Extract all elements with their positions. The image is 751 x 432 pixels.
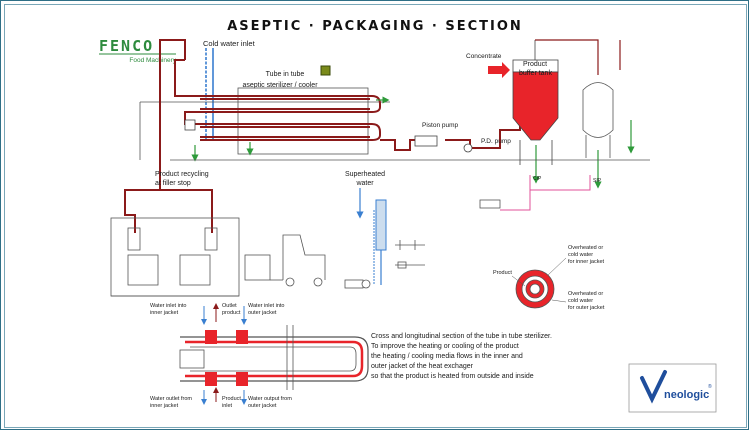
- svg-text:Product: Product: [222, 396, 241, 402]
- svg-text:product: product: [222, 310, 241, 316]
- recycling-label-2: at filler stop: [155, 180, 191, 187]
- overheated-top-label: Overheated or cold water for inner jacke…: [568, 245, 605, 265]
- svg-text:Water inlet into: Water inlet into: [248, 303, 284, 309]
- sterilizer-tubes: [200, 95, 381, 141]
- svg-text:Overheated or: Overheated or: [568, 245, 603, 251]
- svg-text:the heating / cooling media fl: the heating / cooling media flows in the…: [371, 353, 523, 360]
- svg-text:cold water: cold water: [568, 298, 593, 304]
- brand-tagline: Food Machinery: [129, 57, 176, 64]
- cip-sip-piping: [500, 175, 591, 211]
- pd-pump-icon: [463, 143, 473, 153]
- svg-text:Overheated or: Overheated or: [568, 291, 603, 297]
- pd-pump-label: P.D. pump: [481, 138, 511, 145]
- white-tank: [582, 82, 614, 158]
- filler-machine: [110, 217, 240, 297]
- right-piping: [535, 39, 621, 75]
- superheated-label-2: water: [355, 180, 374, 187]
- cross-product-label: Product: [493, 270, 512, 276]
- sterilizer-badge-icon: [320, 65, 331, 76]
- svg-text:outer jacket: outer jacket: [248, 310, 277, 316]
- diagram-title: ASEPTIC · PACKAGING · SECTION: [227, 19, 523, 34]
- valve-icon: [184, 119, 196, 131]
- piston-pump-label: Piston pump: [422, 122, 459, 129]
- svg-text:inlet: inlet: [222, 403, 233, 409]
- svg-text:Water output from: Water output from: [248, 396, 292, 402]
- svg-text:outer jacket: outer jacket: [248, 403, 277, 409]
- checkmark-icon: [640, 370, 667, 404]
- small-pump: [344, 199, 501, 289]
- inner-frame: [4, 4, 747, 428]
- buffer-tank-label-1: Product: [523, 61, 547, 68]
- neologic-name: neologic: [664, 389, 709, 401]
- svg-text:Water outlet from: Water outlet from: [150, 396, 192, 402]
- sterilizer-label-2: aseptic sterilizer / cooler: [242, 82, 318, 89]
- piston-pump-icon: [414, 135, 438, 147]
- svg-text:Outlet: Outlet: [222, 303, 237, 309]
- overheated-bottom-label: Overheated or cold water for outer jacke…: [568, 291, 605, 311]
- svg-text:Water inlet into: Water inlet into: [150, 303, 186, 309]
- cold-water-inlet-label: Cold water inlet: [203, 39, 256, 48]
- svg-text:To improve the heating or cool: To improve the heating or cooling of the…: [371, 343, 519, 350]
- svg-text:outer jacket of the heat excha: outer jacket of the heat exchager: [371, 363, 474, 370]
- product-piping: [124, 39, 521, 233]
- long-section-bottom-labels: Water outlet from inner jacket Product i…: [150, 396, 292, 409]
- sterilizer-label-1: Tube in tube: [266, 71, 305, 78]
- svg-text:inner jacket: inner jacket: [150, 403, 179, 409]
- forklift: [244, 234, 326, 287]
- valve-group: [395, 240, 425, 269]
- cip-label: CIP: [533, 176, 542, 182]
- neologic-mark: ®: [708, 383, 712, 390]
- svg-text:inner jacket: inner jacket: [150, 310, 179, 316]
- cross-section: [515, 269, 555, 309]
- heater-icon: [375, 199, 387, 251]
- buffer-tank-label-2: buffer tank: [519, 70, 552, 77]
- long-section-top-labels: Water inlet into inner jacket Outlet pro…: [150, 303, 284, 316]
- concentrate-arrow-icon: [488, 62, 510, 78]
- green-piping: [532, 120, 635, 189]
- svg-text:for outer jacket: for outer jacket: [568, 305, 605, 311]
- brand-name: FENCO: [99, 37, 154, 55]
- fenco-logo: FENCO Food Machinery: [99, 37, 177, 64]
- sip-label: SIP: [593, 178, 602, 184]
- longitudinal-section: [179, 325, 369, 390]
- svg-text:Cross and longitudinal section: Cross and longitudinal section of the tu…: [371, 333, 552, 340]
- neologic-logo: neologic ®: [628, 363, 717, 413]
- svg-text:cold water: cold water: [568, 252, 593, 258]
- recycling-label-1: Product recycling: [155, 171, 209, 178]
- superheated-label-1: Superheated: [345, 171, 385, 178]
- svg-text:so that the product is heated: so that the product is heated from outsi…: [371, 373, 534, 380]
- description-text: Cross and longitudinal section of the tu…: [371, 333, 552, 380]
- buffer-tank: [512, 40, 559, 165]
- concentrate-label: Concentrate: [466, 53, 502, 60]
- svg-text:for inner jacket: for inner jacket: [568, 259, 605, 265]
